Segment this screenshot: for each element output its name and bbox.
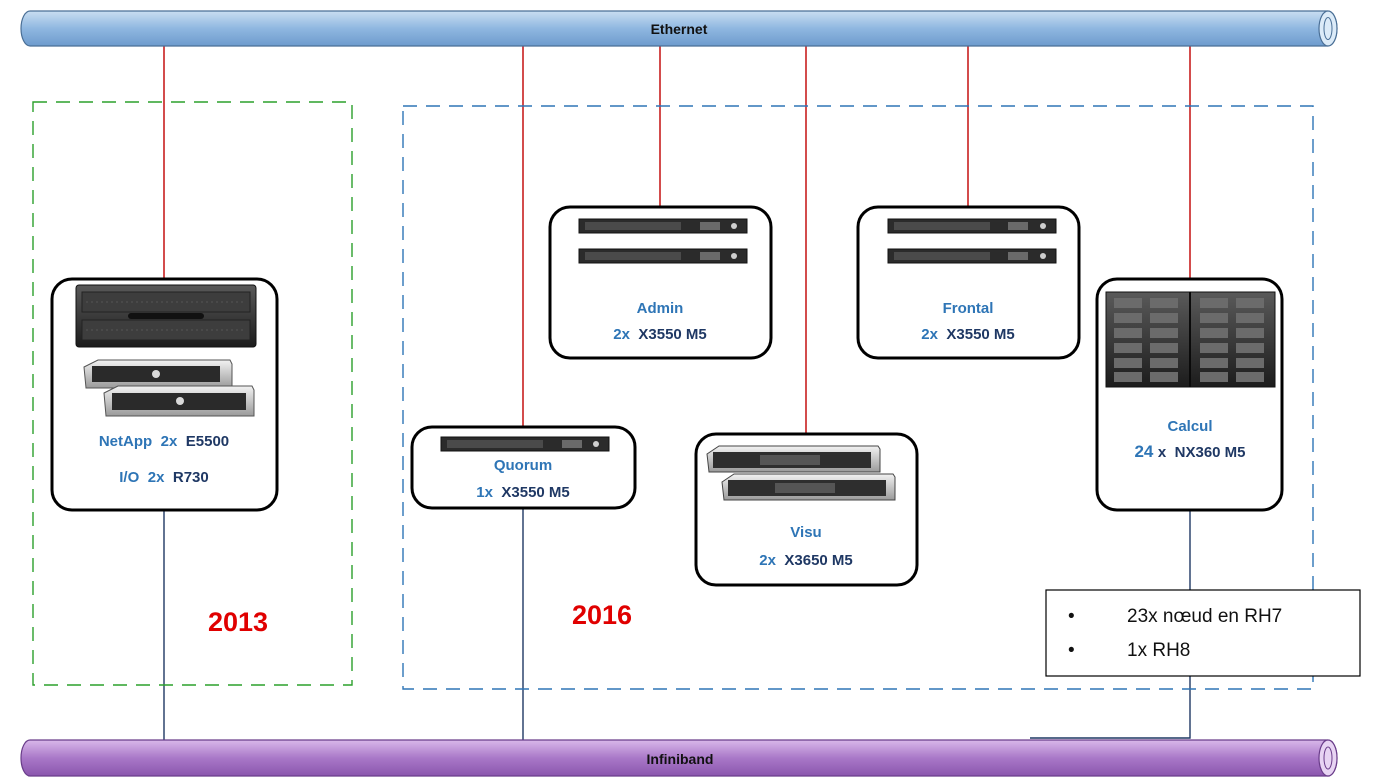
io-model: R730 bbox=[173, 469, 209, 486]
node-calcul: Calcul 24 x NX360 M5 bbox=[1095, 277, 1284, 512]
frontal-server-icon bbox=[887, 218, 1057, 264]
admin-spec: 2x X3550 M5 bbox=[613, 326, 707, 343]
infiniband-links bbox=[163, 508, 1191, 740]
node-frontal: Frontal 2x X3550 M5 bbox=[856, 205, 1081, 360]
quorum-spec: 1x X3550 M5 bbox=[476, 484, 570, 501]
r730-server-icon bbox=[83, 359, 255, 417]
calcul-spec: 24 x NX360 M5 bbox=[1134, 442, 1245, 461]
quorum-model: X3550 M5 bbox=[501, 484, 569, 501]
netapp-line: NetApp 2x E5500 bbox=[99, 433, 229, 450]
note-item-1: 23x nœud en RH7 bbox=[1127, 606, 1282, 627]
netapp-qty: 2x bbox=[161, 433, 178, 450]
zone-2013-frame bbox=[32, 101, 353, 686]
quorum-server-icon bbox=[440, 436, 610, 452]
io-name: I/O bbox=[119, 469, 139, 486]
calcul-model: NX360 M5 bbox=[1175, 444, 1246, 461]
netapp-name: NetApp bbox=[99, 433, 152, 450]
frontal-title: Frontal bbox=[943, 300, 994, 317]
ethernet-bus: Ethernet bbox=[20, 10, 1338, 47]
node-admin: Admin 2x X3550 M5 bbox=[548, 205, 773, 360]
quorum-title: Quorum bbox=[494, 457, 552, 474]
infiniband-label: Infiniband bbox=[647, 751, 714, 767]
os-note-box: • 23x nœud en RH7 • 1x RH8 bbox=[1045, 589, 1361, 677]
io-line: I/O 2x R730 bbox=[119, 469, 208, 486]
io-qty: 2x bbox=[148, 469, 165, 486]
zone-2016-year: 2016 bbox=[572, 600, 632, 630]
note-bullet-2: • bbox=[1068, 640, 1075, 661]
visu-spec: 2x X3650 M5 bbox=[759, 552, 853, 569]
admin-title: Admin bbox=[637, 300, 684, 317]
zone-2013-year: 2013 bbox=[208, 607, 268, 637]
frontal-spec: 2x X3550 M5 bbox=[921, 326, 1015, 343]
ethernet-label: Ethernet bbox=[651, 21, 708, 37]
netapp-storage-icon bbox=[75, 284, 257, 348]
admin-qty: 2x bbox=[613, 326, 630, 343]
visu-title: Visu bbox=[790, 524, 821, 541]
calcul-title: Calcul bbox=[1167, 418, 1212, 435]
zone-2016-frame bbox=[402, 105, 1314, 690]
note-bullet-1: • bbox=[1068, 606, 1075, 627]
link-ib-calcul bbox=[1030, 510, 1191, 739]
visu-model: X3650 M5 bbox=[784, 552, 852, 569]
calcul-chassis-icon bbox=[1105, 291, 1276, 388]
quorum-qty: 1x bbox=[476, 484, 493, 501]
frontal-qty: 2x bbox=[921, 326, 938, 343]
node-visu: Visu 2x X3650 M5 bbox=[694, 432, 919, 587]
node-netapp-io: NetApp 2x E5500 I/O 2x R730 bbox=[50, 277, 279, 512]
frontal-model: X3550 M5 bbox=[946, 326, 1014, 343]
ethernet-links bbox=[163, 44, 1191, 434]
admin-model: X3550 M5 bbox=[638, 326, 706, 343]
infiniband-bus: Infiniband bbox=[20, 739, 1338, 777]
calcul-qty-number: 24 bbox=[1134, 442, 1153, 461]
admin-server-icon bbox=[578, 218, 748, 264]
node-quorum: Quorum 1x X3550 M5 bbox=[410, 425, 637, 510]
calcul-qty-suffix: x bbox=[1158, 444, 1167, 461]
visu-qty: 2x bbox=[759, 552, 776, 569]
visu-server-icon bbox=[706, 445, 896, 501]
netapp-model: E5500 bbox=[186, 433, 229, 450]
note-item-2: 1x RH8 bbox=[1127, 640, 1190, 661]
